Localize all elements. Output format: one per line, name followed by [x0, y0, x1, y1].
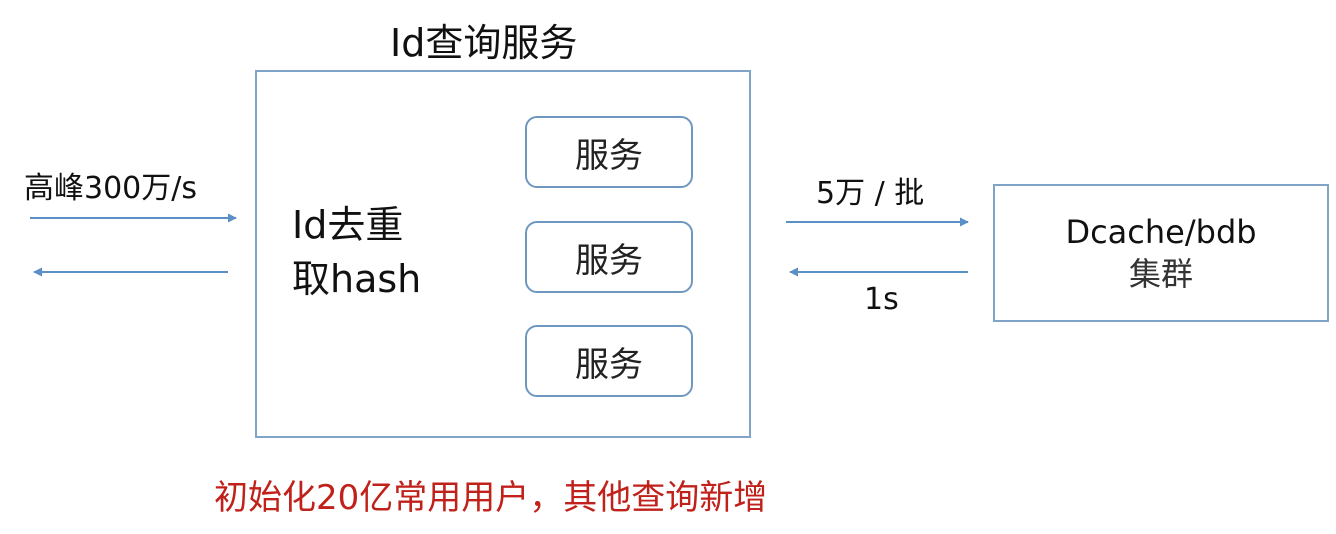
batch-size-label: 5万 / 批 [816, 176, 925, 211]
peak-rate-label: 高峰300万/s [24, 171, 197, 206]
cache-cluster-box: Dcache/bdb 集群 [993, 184, 1329, 322]
service-node-2: 服务 [525, 221, 693, 293]
latency-label: 1s [864, 282, 899, 317]
diagram-title: Id查询服务 [390, 21, 578, 65]
service-node-3: 服务 [525, 325, 693, 397]
cluster-type: 集群 [1128, 255, 1193, 293]
dedup-line: Id去重 [292, 203, 404, 247]
service-node-1: 服务 [525, 116, 693, 188]
init-note: 初始化20亿常用用户，其他查询新增 [214, 478, 768, 518]
cluster-name: Dcache/bdb [1065, 213, 1257, 251]
dedup-hash-label: Id去重 取hash [292, 198, 421, 306]
hash-line: 取hash [292, 257, 422, 301]
